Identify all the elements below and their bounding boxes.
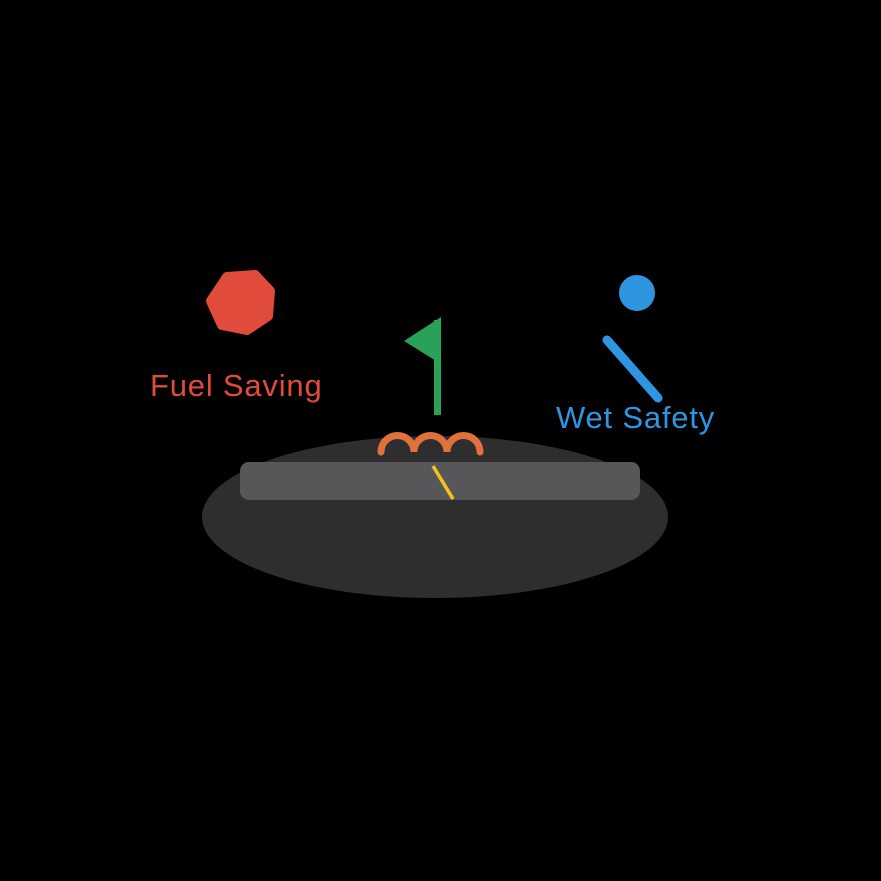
flag-pennant bbox=[404, 317, 441, 364]
wet-streak-icon bbox=[602, 335, 663, 403]
flag-pole bbox=[434, 320, 441, 415]
tire-ellipse-icon bbox=[202, 436, 668, 598]
wet-safety-label: Wet Safety bbox=[556, 400, 715, 435]
fuel-saving-label: Fuel Saving bbox=[150, 368, 323, 403]
tread-bar-icon bbox=[240, 462, 640, 500]
goal-flag-icon bbox=[404, 317, 441, 415]
heat-squiggle-icon bbox=[377, 432, 484, 456]
wet-dot-icon bbox=[619, 275, 655, 311]
sipe-line-icon bbox=[431, 465, 455, 500]
fuel-saving-icon bbox=[206, 270, 275, 335]
